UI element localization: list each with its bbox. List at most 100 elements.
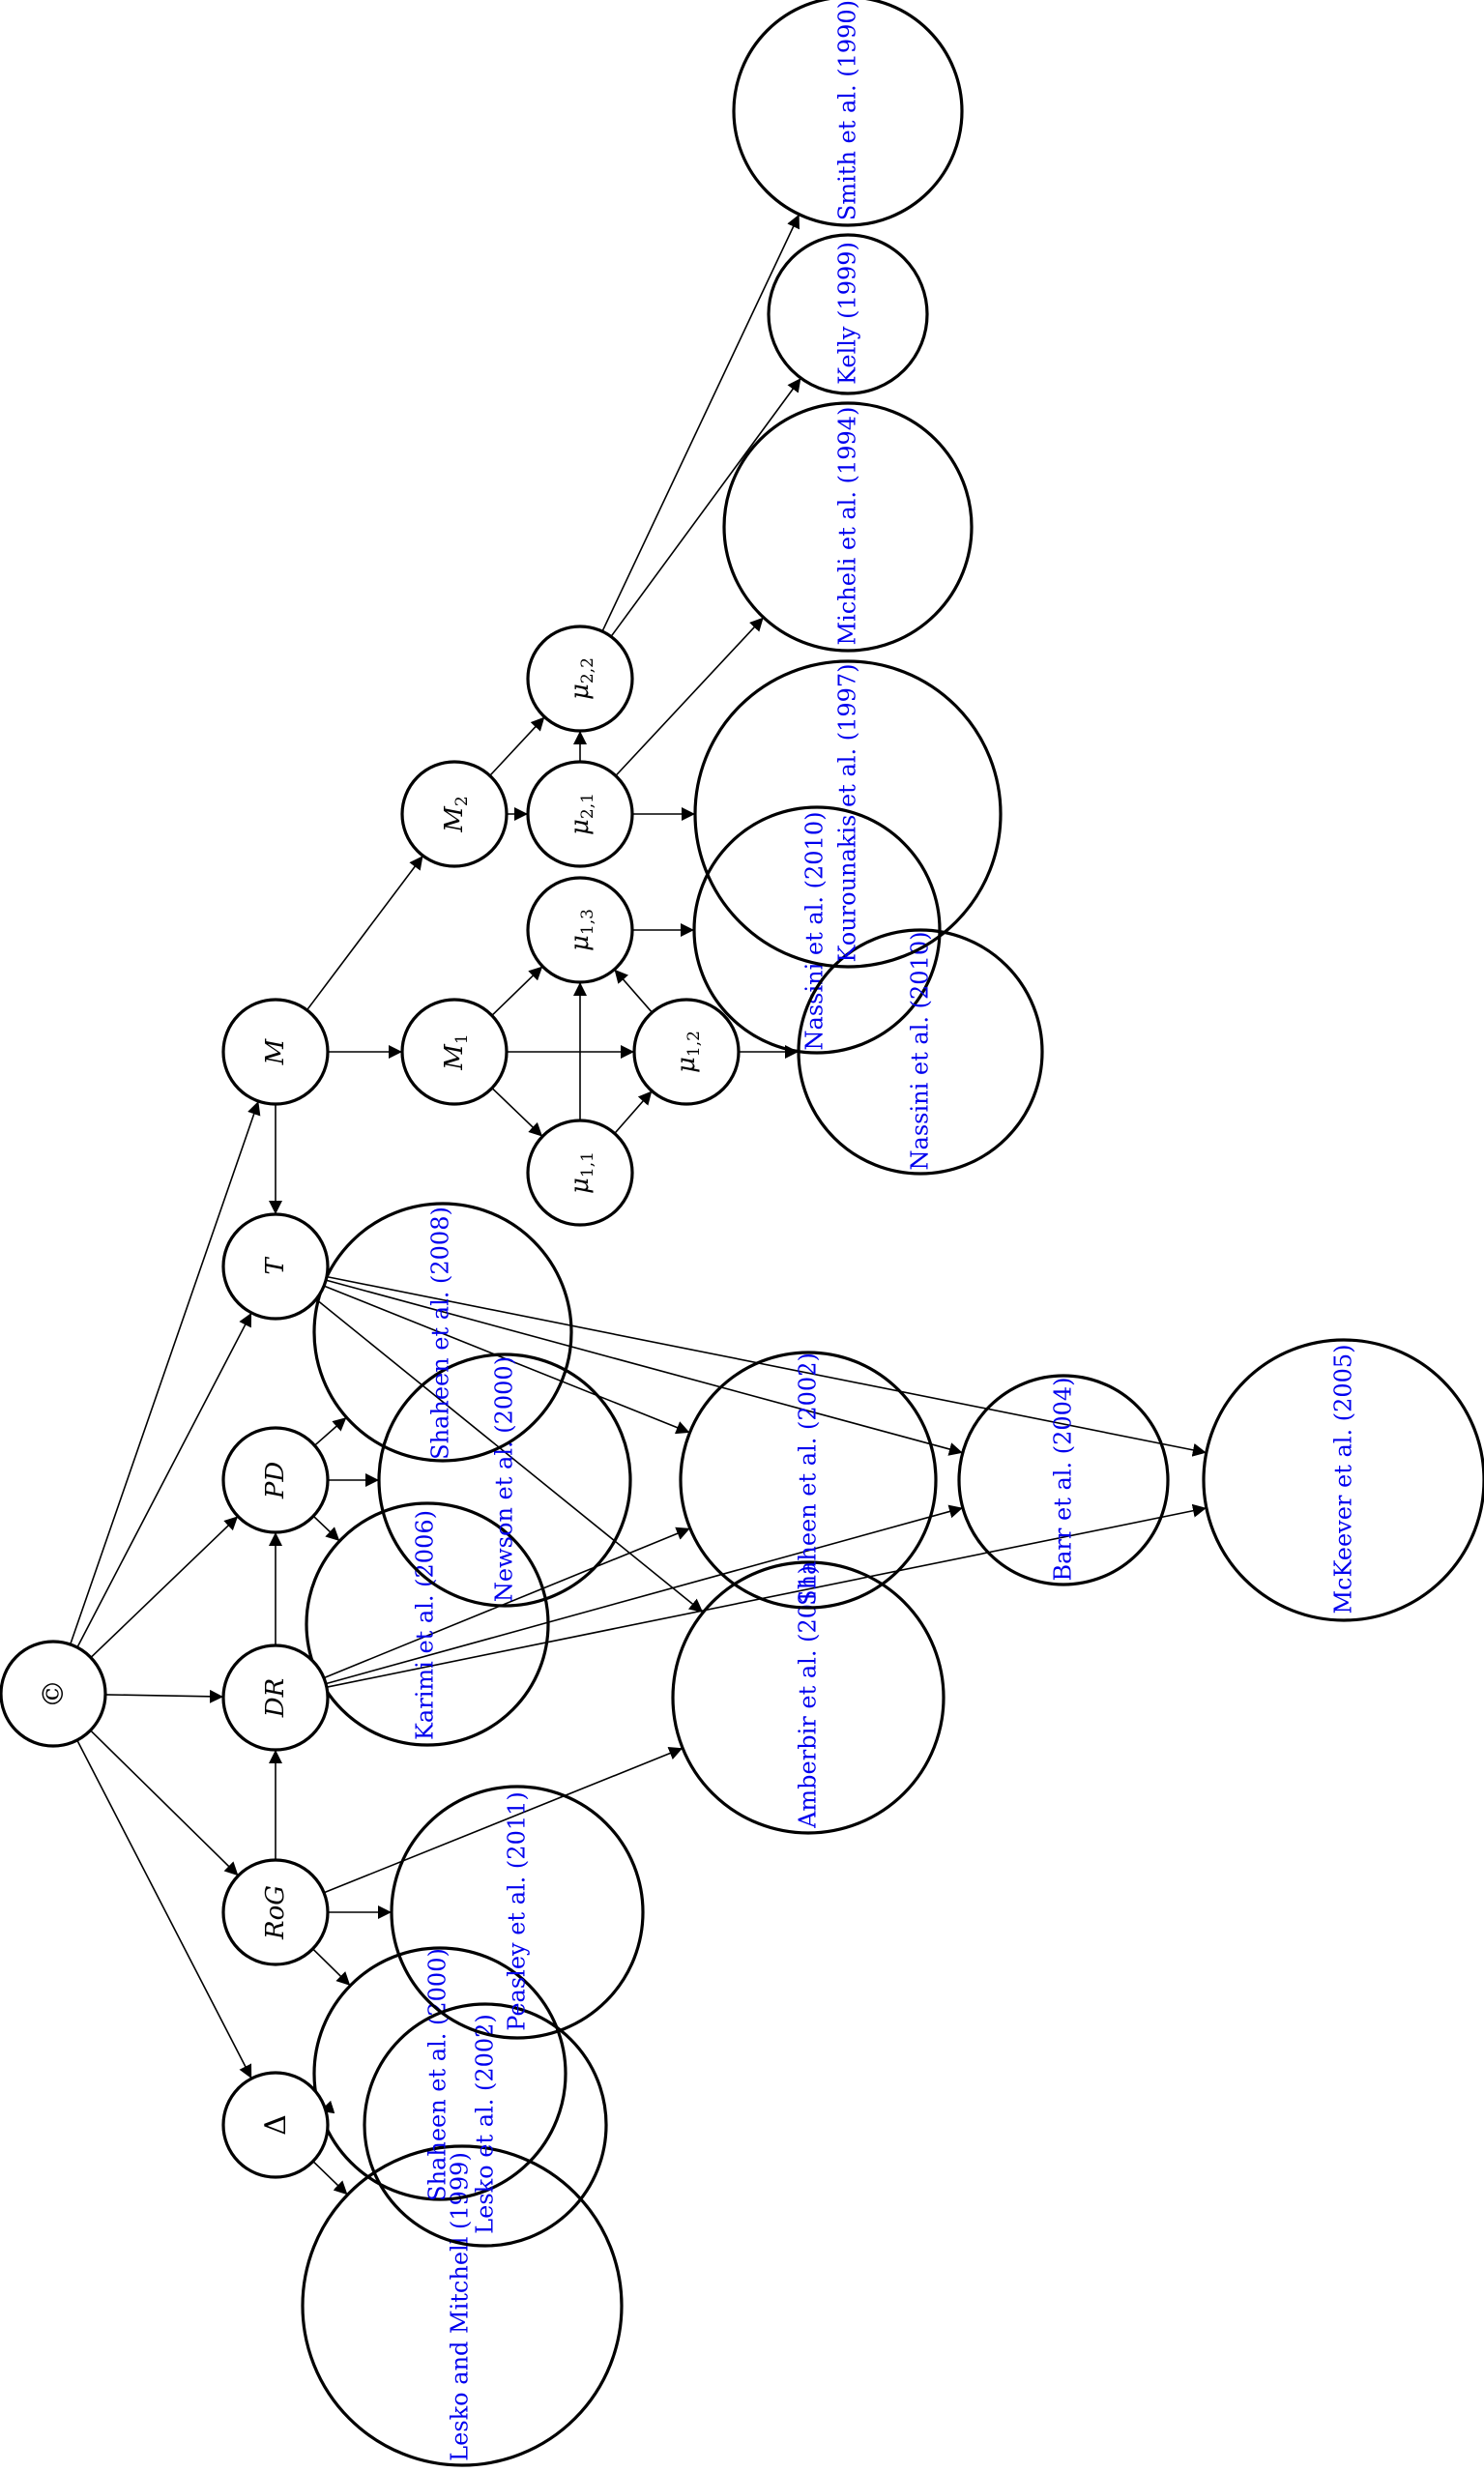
reference-label[interactable]: Shaheen et al. (2000) — [424, 1948, 451, 2201]
reference-label[interactable]: Smith et al. (1990) — [834, 0, 861, 220]
node-mu12: μ1,2 — [632, 998, 741, 1106]
node-label-subscript: 1 — [452, 1033, 472, 1044]
reference-circle — [767, 233, 929, 395]
node-circle — [221, 1426, 330, 1534]
reference-peasley-2011[interactable]: Peasley et al. (2011) — [390, 1785, 645, 2040]
node-label: DR — [261, 1678, 290, 1718]
edge-mu22-to-smith-1990 — [601, 214, 800, 632]
node-circle — [221, 2071, 330, 2179]
node-label: M — [261, 1037, 290, 1065]
node-label: M2 — [440, 796, 472, 832]
node-label-main: © — [37, 1679, 71, 1708]
edge-root-to-m — [69, 1100, 261, 1645]
edge-m1-to-mu11 — [491, 1087, 543, 1138]
reference-label[interactable]: Shaheen et al. (2008) — [427, 1207, 454, 1460]
edge-root-to-t — [76, 1312, 252, 1648]
edge-mu11-to-mu12 — [614, 1090, 653, 1135]
edge-rog-to-amberbir-2011 — [323, 1747, 684, 1894]
reference-circles-layer: Lesko and Mitchell (1999)Shaheen et al. … — [301, 0, 1484, 2467]
reference-mckeever-2005[interactable]: McKeever et al. (2005) — [1202, 1338, 1484, 1622]
node-label-main: M — [261, 1037, 290, 1065]
node-label: M1 — [440, 1033, 472, 1070]
node-circle — [526, 1119, 634, 1227]
edge-t-to-mckeever-2005 — [326, 1275, 1207, 1457]
reference-circle — [722, 401, 974, 653]
node-t: T — [221, 1212, 330, 1321]
node-circle — [526, 760, 634, 868]
reference-micheli-1994[interactable]: Micheli et al. (1994) — [722, 401, 974, 653]
node-label-main: M — [440, 805, 469, 833]
reference-barr-2004[interactable]: Barr et al. (2004) — [957, 1374, 1170, 1586]
node-label-main: M — [440, 1043, 469, 1071]
node-label: μ2,2 — [566, 657, 597, 700]
node-label-subscript: 2 — [452, 796, 472, 806]
node-label-subscript: 2,1 — [578, 793, 597, 819]
node-dr: DR — [221, 1643, 330, 1752]
node-label-subscript: 1,1 — [578, 1151, 597, 1178]
edge-mu22-to-kelly-1999 — [610, 377, 802, 637]
reference-nassini-2010b[interactable]: Nassini et al. (2010) — [797, 928, 1044, 1176]
node-label-main: μ — [672, 1057, 701, 1073]
edge-delta-to-lesko-mitchell-1999 — [312, 2161, 349, 2196]
node-circle — [400, 998, 509, 1106]
reference-label[interactable]: Peasley et al. (2011) — [504, 1791, 531, 2031]
reference-smith-1990[interactable]: Smith et al. (1990) — [732, 0, 964, 227]
reference-circle — [671, 1560, 946, 1835]
node-mu22: μ2,2 — [526, 625, 634, 733]
reference-label[interactable]: Micheli et al. (1994) — [834, 407, 861, 646]
reference-circle — [957, 1374, 1170, 1586]
reference-shaheen-2002[interactable]: Shaheen et al. (2002) — [679, 1351, 938, 1610]
reference-label[interactable]: Barr et al. (2004) — [1050, 1377, 1077, 1581]
reference-newson-2000[interactable]: Newson et al. (2000) — [377, 1352, 632, 1608]
reference-label[interactable]: Lesko and Mitchell (1999) — [447, 2152, 474, 2461]
reference-label[interactable]: Newson et al. (2000) — [491, 1356, 518, 1602]
reference-label[interactable]: Lesko et al. (2002) — [472, 2014, 499, 2234]
node-pd: PD — [221, 1426, 330, 1534]
node-circle — [221, 998, 330, 1106]
reference-shaheen-2008[interactable]: Shaheen et al. (2008) — [312, 1202, 573, 1463]
node-label-main: RoG — [261, 1885, 290, 1940]
reference-circle — [679, 1351, 938, 1610]
reference-circle — [301, 2144, 624, 2467]
reference-karimi-2006[interactable]: Karimi et al. (2006) — [305, 1501, 550, 1747]
node-rog: RoG — [221, 1858, 330, 1966]
node-label: μ1,2 — [672, 1031, 704, 1073]
reference-label[interactable]: McKeever et al. (2005) — [1330, 1344, 1357, 1614]
edge-mu12-to-mu13 — [613, 969, 654, 1013]
reference-kourounakis-1997[interactable]: Kourounakis et al. (1997) — [693, 659, 1003, 969]
edge-mu21-to-micheli-1994 — [615, 617, 765, 777]
node-label-subscript: 2,2 — [578, 657, 597, 683]
node-circle — [526, 876, 634, 984]
node-label: μ1,1 — [566, 1151, 597, 1194]
reference-label[interactable]: Karimi et al. (2006) — [412, 1510, 439, 1740]
reference-lesko-mitchell-1999[interactable]: Lesko and Mitchell (1999) — [301, 2144, 624, 2467]
edge-m2-to-mu22 — [489, 716, 545, 776]
node-delta: Δ — [221, 2071, 330, 2179]
edge-rog-to-shaheen-2000 — [311, 1948, 351, 1987]
node-label-main: Δ — [259, 2114, 293, 2136]
reference-label[interactable]: Kourounakis et al. (1997) — [834, 663, 861, 962]
reference-circle — [732, 0, 964, 227]
reference-circle — [312, 1946, 567, 2201]
node-label-main: μ — [566, 935, 595, 951]
reference-circle — [312, 1202, 573, 1463]
node-circle — [221, 1212, 330, 1321]
reference-label[interactable]: Kelly (1999) — [834, 242, 861, 385]
edge-t-to-barr-2004 — [325, 1279, 964, 1456]
edge-dr-to-barr-2004 — [325, 1504, 964, 1685]
reference-label[interactable]: Shaheen et al. (2002) — [795, 1352, 822, 1606]
reference-label[interactable]: Nassini et al. (2010) — [907, 932, 934, 1171]
edge-root-to-dr — [104, 1689, 224, 1703]
node-circle — [221, 1858, 330, 1966]
reference-circle — [1202, 1338, 1484, 1622]
reference-circle — [377, 1352, 632, 1608]
node-circle — [400, 760, 509, 868]
edge-dr-to-mckeever-2005 — [326, 1503, 1208, 1688]
reference-kelly-1999[interactable]: Kelly (1999) — [767, 233, 929, 395]
reference-shaheen-2000[interactable]: Shaheen et al. (2000) — [312, 1946, 567, 2201]
node-label: Δ — [259, 2114, 293, 2136]
reference-lesko-2002[interactable]: Lesko et al. (2002) — [363, 2002, 608, 2248]
node-label-main: PD — [261, 1462, 290, 1499]
